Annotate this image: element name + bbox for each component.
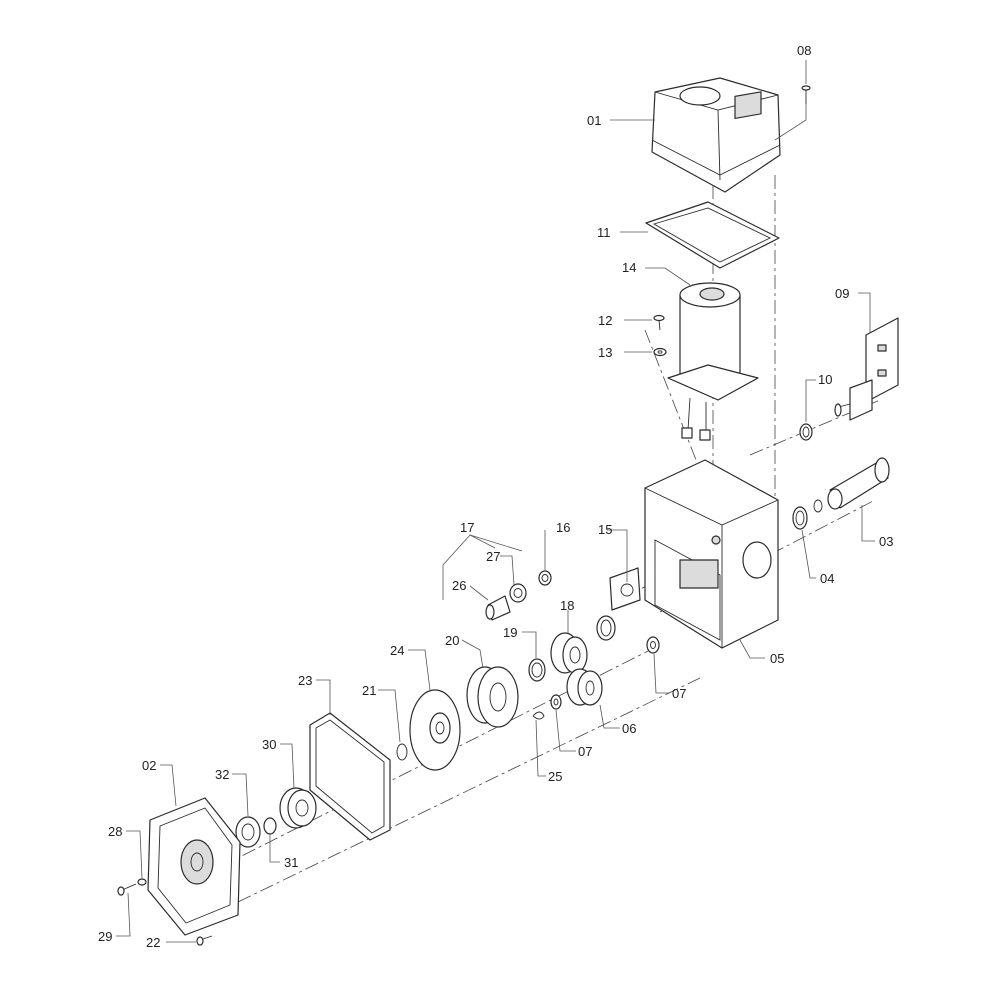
label-07-lower: 07 — [578, 744, 592, 759]
flange-disc-24-part — [409, 689, 461, 771]
label-22: 22 — [146, 935, 160, 950]
clip-25-part — [532, 711, 545, 720]
label-05: 05 — [770, 651, 784, 666]
screw-08-part — [801, 85, 811, 104]
label-03: 03 — [879, 534, 893, 549]
label-07-upper: 07 — [672, 686, 686, 701]
label-01: 01 — [587, 113, 601, 128]
label-24: 24 — [390, 643, 404, 658]
washer-28-part — [137, 878, 147, 886]
circlip-21-part — [396, 743, 408, 761]
nut-27-part — [509, 583, 527, 603]
housing-05-part — [644, 459, 779, 649]
label-08: 08 — [797, 43, 811, 58]
o-ring-04-part — [792, 506, 808, 530]
gear-06-part — [566, 668, 603, 706]
label-17: 17 — [460, 520, 474, 535]
label-06: 06 — [622, 721, 636, 736]
label-18: 18 — [560, 598, 574, 613]
gasket-11-part — [645, 201, 780, 269]
label-12: 12 — [598, 313, 612, 328]
top-cover-part — [651, 77, 781, 193]
cable-gland-03-part — [813, 457, 890, 513]
o-ring-19-part — [528, 658, 546, 682]
washer-07a-part — [646, 636, 660, 654]
label-23: 23 — [298, 673, 312, 688]
gear-20-part — [466, 666, 519, 728]
label-28: 28 — [108, 824, 122, 839]
label-14: 14 — [622, 260, 636, 275]
screw-29-part — [117, 883, 137, 896]
part-labels: 01 08 11 14 12 13 09 10 03 04 05 17 16 1… — [98, 43, 893, 950]
washer-16-part — [538, 570, 552, 586]
washer-07b-part — [550, 694, 562, 710]
o-ring-upper-part — [596, 615, 616, 641]
ring-31-part — [263, 817, 277, 835]
gear-18-part — [550, 632, 588, 674]
label-19: 19 — [503, 625, 517, 640]
circuit-board-09-part — [865, 317, 899, 403]
label-09: 09 — [835, 286, 849, 301]
o-ring-10-part — [799, 423, 813, 441]
label-31: 31 — [284, 855, 298, 870]
label-02: 02 — [142, 758, 156, 773]
label-30: 30 — [262, 737, 276, 752]
plate-15-part — [609, 567, 641, 611]
label-21: 21 — [362, 683, 376, 698]
label-32: 32 — [215, 767, 229, 782]
screw-12-part — [653, 314, 665, 331]
label-04: 04 — [820, 571, 834, 586]
seal-32-part — [235, 816, 261, 848]
washer-13-part — [653, 347, 667, 357]
label-16: 16 — [556, 520, 570, 535]
label-25: 25 — [548, 769, 562, 784]
label-10: 10 — [818, 372, 832, 387]
bearing-30-part — [279, 787, 317, 829]
gasket-23-part — [309, 712, 391, 841]
screw-22-part — [196, 935, 213, 946]
label-29: 29 — [98, 929, 112, 944]
label-11: 11 — [597, 225, 611, 240]
leader-lines — [116, 60, 875, 943]
label-27: 27 — [486, 549, 500, 564]
label-15: 15 — [598, 522, 612, 537]
label-26: 26 — [452, 578, 466, 593]
shaft-26-part — [485, 595, 511, 621]
motor-14-part — [667, 282, 759, 441]
switch-part — [834, 379, 873, 421]
bottom-cover-02-part — [147, 797, 241, 936]
label-20: 20 — [445, 633, 459, 648]
label-13: 13 — [598, 345, 612, 360]
